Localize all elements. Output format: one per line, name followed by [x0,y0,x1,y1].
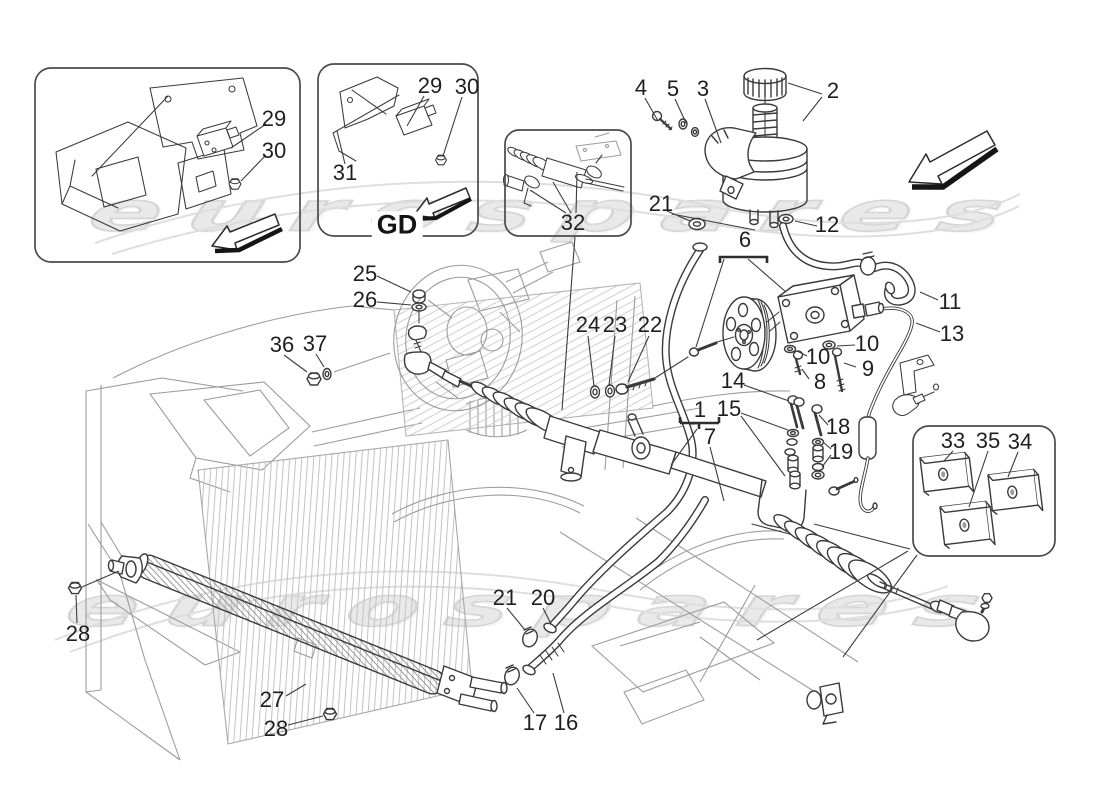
left-tie-rod-end [403,325,480,391]
callout-20: 20 [530,585,556,610]
rack-boot-left [470,381,564,435]
cooler-hose-16 [522,496,709,676]
gd-label: GD [371,211,423,239]
callout-21: 21 [492,585,518,610]
oil-cooler [107,553,508,713]
callout-12: 12 [814,212,840,237]
arrow-main [908,130,999,190]
callout-4: 4 [634,75,648,100]
right-bracket-sensor [892,354,940,417]
steering-rack [403,289,993,642]
callout-17: 17 [522,710,548,735]
callout-26: 26 [352,287,378,312]
callout-30: 30 [261,138,287,163]
direction-arrows [211,130,999,254]
callout-27: 27 [259,687,285,712]
callout-31: 31 [332,160,358,185]
hose-clamps-bottom [504,626,538,686]
arrow-inset1 [211,213,283,254]
inset1-pedal-bracket [55,77,258,232]
callout-5: 5 [666,76,680,101]
small-actuator [806,682,844,725]
callout-9: 9 [861,356,875,381]
callout-36: 36 [269,332,295,357]
callout-3: 3 [696,76,710,101]
callout-28: 28 [65,621,91,646]
arrow-inset2 [413,187,472,221]
pump-pulley [722,296,777,372]
callout-13: 13 [939,321,965,346]
inset-box-1 [34,67,301,263]
callout-2: 2 [826,78,840,103]
callout-16: 16 [553,710,579,735]
callout-18: 18 [825,414,851,439]
right-tie-rod-end [877,581,993,642]
pressure-pipe-13 [858,306,914,513]
return-hose-11 [779,222,916,306]
leader-lines [75,82,1019,726]
rack-boot-right [773,514,892,594]
callout-10: 10 [805,344,831,369]
callout-7: 7 [703,424,717,449]
callout-23: 23 [602,312,628,337]
fastener-nuts [67,367,338,721]
callout-28: 28 [263,716,289,741]
callout-34: 34 [1007,429,1033,454]
hose-clamp-12 [859,251,877,276]
callout-30: 30 [454,74,480,99]
callout-24: 24 [575,312,601,337]
callout-22: 22 [637,312,663,337]
callout-25: 25 [352,261,378,286]
callout-21: 21 [648,191,674,216]
callout-29: 29 [261,106,287,131]
inset-box-3 [504,129,632,237]
callout-33: 33 [940,428,966,453]
inset-box-4 [912,425,1056,557]
callout-1: 1 [693,397,707,422]
inset-borders [34,63,1056,557]
pump-body [766,274,885,344]
callout-29: 29 [417,73,443,98]
pump-fasteners [783,340,859,496]
callout-32: 32 [560,210,586,235]
callout-10: 10 [854,331,880,356]
callout-14: 14 [720,368,746,393]
callout-19: 19 [828,439,854,464]
reservoir-bracket [704,127,757,200]
steering-column-ghost [393,241,581,412]
callout-37: 37 [302,331,328,356]
callout-35: 35 [975,428,1001,453]
callout-6: 6 [738,227,752,252]
shim-plates [919,451,1044,549]
bracket-bolt-washers [651,110,700,138]
callout-15: 15 [716,396,742,421]
inset3-rack-clamps [502,132,625,207]
callout-11: 11 [938,289,962,314]
inset2-bracket-gd [332,76,448,166]
column-grommets [411,289,427,324]
callout-8: 8 [813,369,827,394]
rack-bracket-7 [560,435,587,482]
reservoir-group [651,67,808,231]
pulley-bolt-group [589,336,735,399]
